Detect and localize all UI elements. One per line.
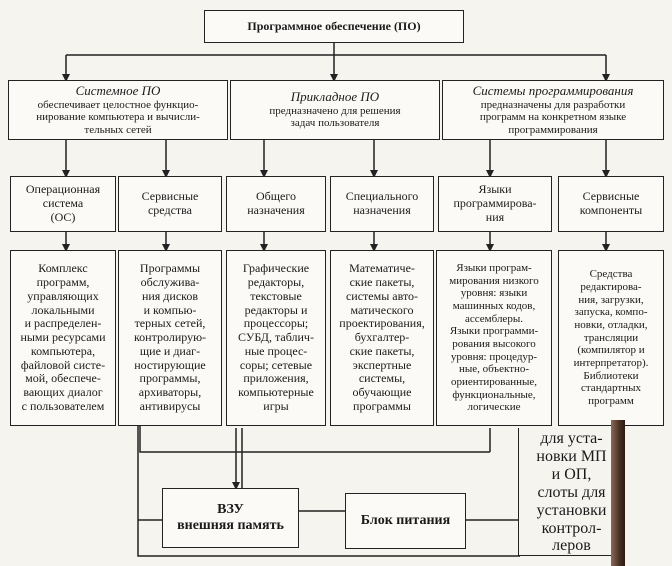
desc-programming-languages: Языки програм- мирования низкого уровня:… <box>436 250 552 426</box>
desc-service-tools: Программы обслужива- ния дисков и компью… <box>118 250 222 426</box>
desc-text: Графические редакторы, текстовые редакто… <box>238 261 314 414</box>
category-application-software: Прикладное ПО предназначено для решения … <box>230 80 440 140</box>
category-title: Системы программирования <box>472 82 634 98</box>
power-label: Блок питания <box>360 512 451 528</box>
category-desc: предназначены для разработки программ на… <box>479 98 627 136</box>
subcategory-os: Операционная система (ОС) <box>10 176 116 232</box>
root-box: Программное обеспечение (ПО) <box>204 10 464 43</box>
subcategory-label: Сервисные средства <box>141 189 199 217</box>
root-title: Программное обеспечение (ПО) <box>247 18 421 33</box>
subcategory-label: Общего назначения <box>247 189 305 217</box>
page-edge-shadow <box>611 420 625 566</box>
desc-general-purpose: Графические редакторы, текстовые редакто… <box>226 250 326 426</box>
category-programming-systems: Системы программирования предназначены д… <box>442 80 664 140</box>
desc-text: Программы обслужива- ния дисков и компью… <box>133 261 207 414</box>
desc-special-purpose: Математиче- ские пакеты, системы авто- м… <box>330 250 434 426</box>
subcategory-programming-languages: Языки программирова- ния <box>438 176 552 232</box>
slots-note: для уста- новки МП и ОП, слоты для устан… <box>518 428 618 556</box>
vzu-label: ВЗУ внешняя память <box>177 501 284 533</box>
desc-text: Комплекс программ, управляющих локальным… <box>20 261 106 414</box>
subcategory-label: Сервисные компоненты <box>579 189 643 217</box>
category-system-software: Системное ПО обеспечивает целостное функ… <box>8 80 228 140</box>
category-desc: обеспечивает целостное функцио- нировани… <box>36 98 200 136</box>
category-title: Прикладное ПО <box>290 88 380 104</box>
power-supply-box: Блок питания <box>345 493 466 549</box>
subcategory-service-components: Сервисные компоненты <box>558 176 664 232</box>
desc-service-components: Средства редактирова- ния, загрузки, зап… <box>558 250 664 426</box>
category-desc: предназначено для решения задач пользова… <box>269 104 401 130</box>
subcategory-special-purpose: Специального назначения <box>330 176 434 232</box>
vzu-external-memory-box: ВЗУ внешняя память <box>162 488 299 548</box>
subcategory-label: Языки программирова- ния <box>453 182 537 224</box>
desc-text: Языки програм- мирования низкого уровня:… <box>449 262 539 414</box>
category-title: Системное ПО <box>75 82 161 98</box>
subcategory-label: Специального назначения <box>345 189 419 217</box>
subcategory-general-purpose: Общего назначения <box>226 176 326 232</box>
desc-text: Математиче- ские пакеты, системы авто- м… <box>339 261 425 414</box>
subcategory-service-tools: Сервисные средства <box>118 176 222 232</box>
subcategory-label: Операционная система (ОС) <box>25 182 101 224</box>
desc-text: Средства редактирова- ния, загрузки, зап… <box>573 268 649 407</box>
desc-os: Комплекс программ, управляющих локальным… <box>10 250 116 426</box>
